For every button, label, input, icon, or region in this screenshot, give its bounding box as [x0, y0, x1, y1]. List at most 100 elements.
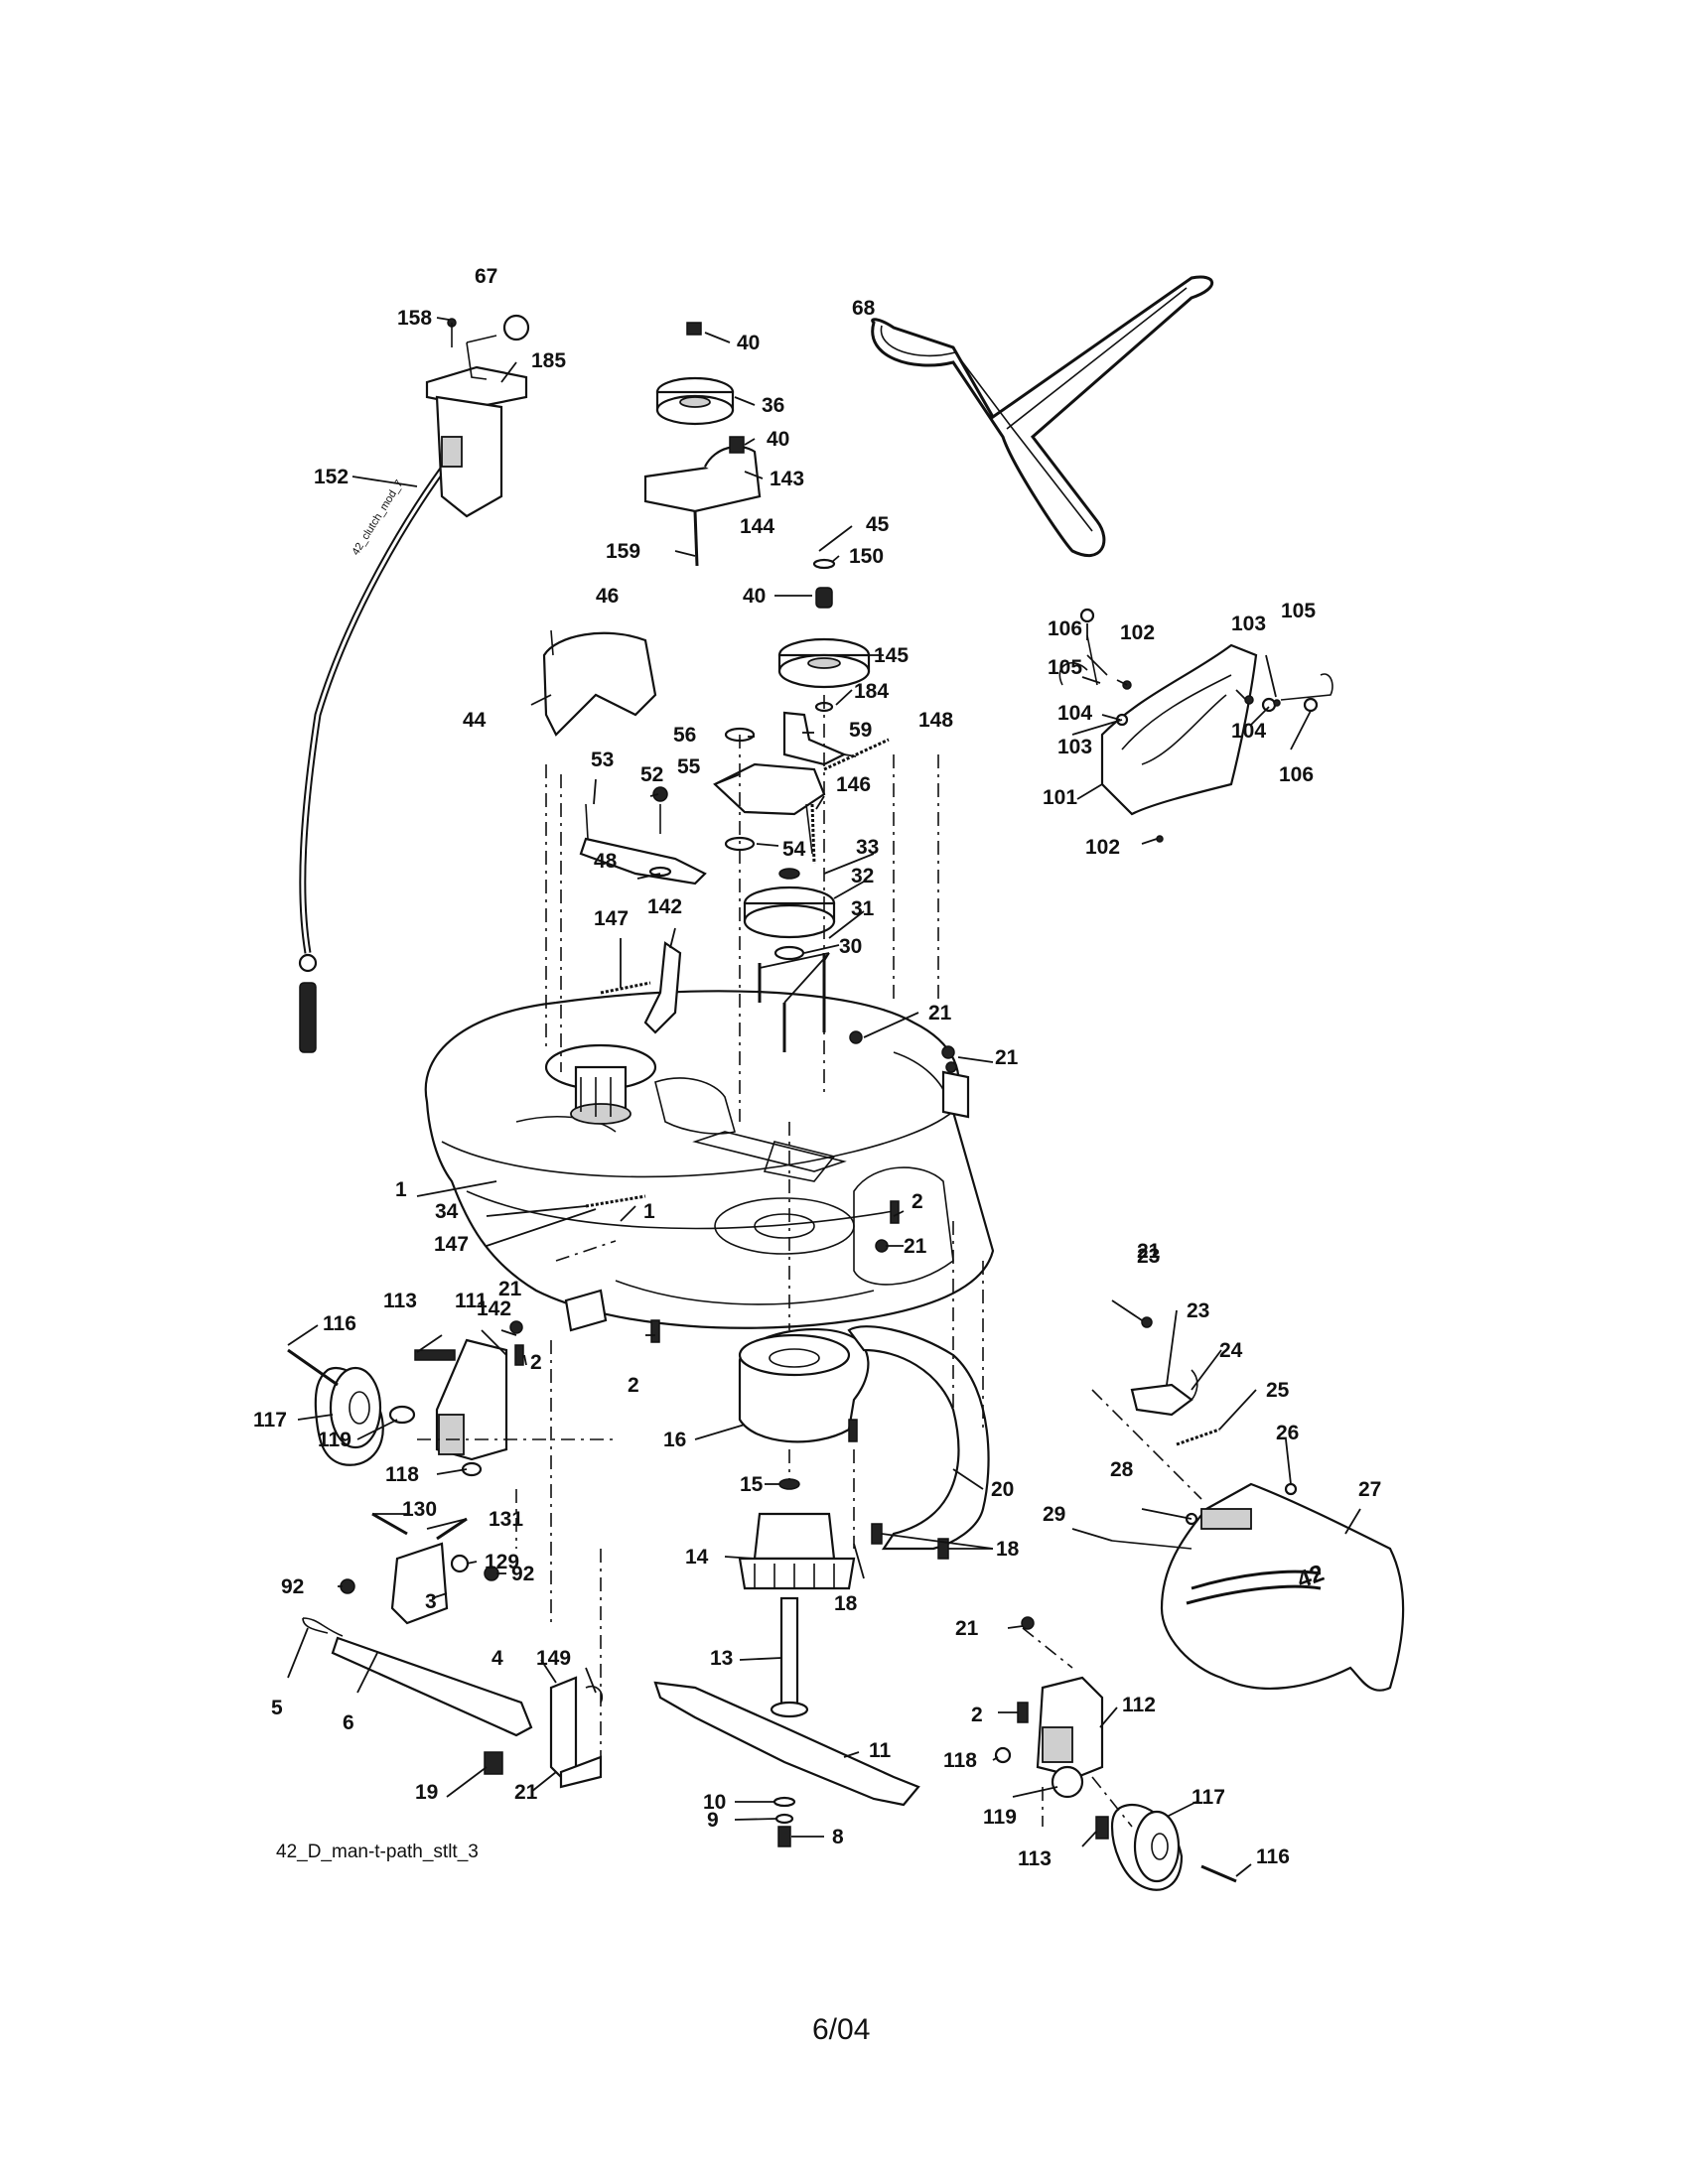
part-label-105: 105 — [1048, 656, 1083, 679]
rod-29 — [1111, 1540, 1193, 1550]
blade-11 — [653, 1681, 920, 1807]
part-label-18: 18 — [834, 1592, 858, 1615]
part-label-20: 20 — [991, 1478, 1015, 1501]
part-label-185: 185 — [531, 349, 567, 372]
spindle-housing — [738, 1327, 870, 1718]
part-label-101: 101 — [1043, 786, 1078, 809]
part-label-21: 21 — [514, 1781, 538, 1804]
part-label-144: 144 — [740, 515, 775, 538]
part-label-1: 1 — [395, 1178, 407, 1201]
idler-pulley-36 — [655, 322, 735, 426]
part-label-5: 5 — [271, 1697, 283, 1719]
bracket-112 — [994, 1616, 1104, 1779]
part-label-119: 119 — [983, 1806, 1017, 1829]
part-label-184: 184 — [854, 680, 890, 703]
part-label-116: 116 — [1256, 1845, 1290, 1868]
discharge-chute-27: 42 — [1160, 1482, 1405, 1692]
clutch-cable: 42_clutch_mod_7 — [298, 454, 455, 1053]
part-label-46: 46 — [596, 585, 620, 608]
part-label-3: 3 — [425, 1590, 437, 1613]
diagram-caption: 42_D_man-t-path_stlt_3 — [276, 1842, 479, 1862]
lift-link-3 — [340, 1512, 499, 1625]
part-label-150: 150 — [849, 545, 885, 568]
part-label-106: 106 — [1048, 617, 1083, 640]
part-label-106: 106 — [1279, 763, 1315, 786]
part-label-147: 147 — [434, 1233, 470, 1256]
part-label-146: 146 — [836, 773, 872, 796]
baffle-20 — [847, 1325, 990, 1551]
part-label-117: 117 — [253, 1409, 287, 1432]
bracket-4 — [484, 1676, 604, 1789]
mower-deck — [424, 990, 995, 1329]
part-label-55: 55 — [677, 755, 701, 778]
part-label-92: 92 — [511, 1563, 535, 1585]
part-label-15: 15 — [740, 1473, 764, 1496]
part-label-68: 68 — [852, 297, 876, 320]
spring-25 — [1176, 1428, 1220, 1446]
part-label-112: 112 — [1122, 1694, 1156, 1716]
part-label-56: 56 — [673, 724, 697, 747]
part-label-129: 129 — [485, 1551, 520, 1573]
part-label-19: 19 — [415, 1781, 439, 1804]
gauge-wheel-right — [1051, 1765, 1237, 1891]
leader-lines — [287, 317, 1361, 1877]
part-label-21: 21 — [928, 1002, 952, 1024]
link-53 — [579, 786, 707, 886]
part-label-2: 2 — [971, 1704, 983, 1726]
part-label-48: 48 — [594, 850, 618, 873]
part-label-28: 28 — [1110, 1458, 1134, 1481]
part-label-142: 142 — [647, 895, 683, 918]
deck-spindle-pulley — [544, 1043, 657, 1125]
chute-deflector-101 — [1058, 608, 1333, 843]
spring-147-top — [600, 981, 651, 995]
part-label-102: 102 — [1085, 836, 1121, 859]
spring-147-bottom — [585, 1194, 646, 1208]
part-label-9: 9 — [707, 1809, 719, 1832]
part-label-21: 21 — [955, 1617, 979, 1640]
part-label-33: 33 — [856, 836, 880, 859]
part-label-118: 118 — [943, 1749, 977, 1772]
part-label-8: 8 — [832, 1826, 844, 1848]
part-label-117: 117 — [1192, 1786, 1225, 1809]
pulley-145 — [777, 558, 871, 713]
bracket-23 — [1130, 1316, 1198, 1417]
part-label-118: 118 — [385, 1463, 419, 1486]
part-label-25: 25 — [1266, 1379, 1290, 1402]
part-label-142: 142 — [477, 1297, 512, 1320]
part-label-102: 102 — [1120, 621, 1156, 644]
part-label-54: 54 — [782, 838, 806, 861]
part-label-2: 2 — [530, 1351, 542, 1374]
washer-26 — [1284, 1482, 1298, 1496]
part-label-21: 21 — [498, 1278, 522, 1300]
part-label-23: 23 — [1187, 1299, 1210, 1322]
deck-hardware — [509, 1030, 970, 1560]
part-label-21: 21 — [1137, 1240, 1161, 1263]
part-label-44: 44 — [463, 709, 487, 732]
lift-rod-6 — [331, 1636, 533, 1737]
part-label-145: 145 — [874, 644, 910, 667]
page-footer: 6/04 — [812, 2013, 871, 2046]
part-label-30: 30 — [839, 935, 863, 958]
part-label-103: 103 — [1231, 613, 1267, 635]
part-label-14: 14 — [685, 1546, 709, 1569]
part-label-29: 29 — [1043, 1503, 1066, 1526]
part-label-143: 143 — [770, 468, 805, 490]
part-label-52: 52 — [640, 763, 664, 786]
part-label-6: 6 — [343, 1711, 354, 1734]
handle-bracket-185 — [425, 314, 530, 518]
part-label-2: 2 — [628, 1374, 639, 1397]
part-label-158: 158 — [397, 307, 433, 330]
drive-belt-68 — [871, 275, 1214, 558]
part-label-59: 59 — [849, 719, 873, 742]
part-label-131: 131 — [489, 1508, 524, 1531]
gauge-wheel-left — [287, 1348, 416, 1466]
part-label-92: 92 — [281, 1575, 305, 1598]
part-label-26: 26 — [1276, 1422, 1300, 1444]
part-label-104: 104 — [1231, 720, 1267, 743]
part-label-148: 148 — [918, 709, 954, 732]
part-label-119: 119 — [318, 1429, 351, 1451]
part-label-2: 2 — [912, 1190, 923, 1213]
part-label-34: 34 — [435, 1200, 459, 1223]
part-label-27: 27 — [1358, 1478, 1382, 1501]
